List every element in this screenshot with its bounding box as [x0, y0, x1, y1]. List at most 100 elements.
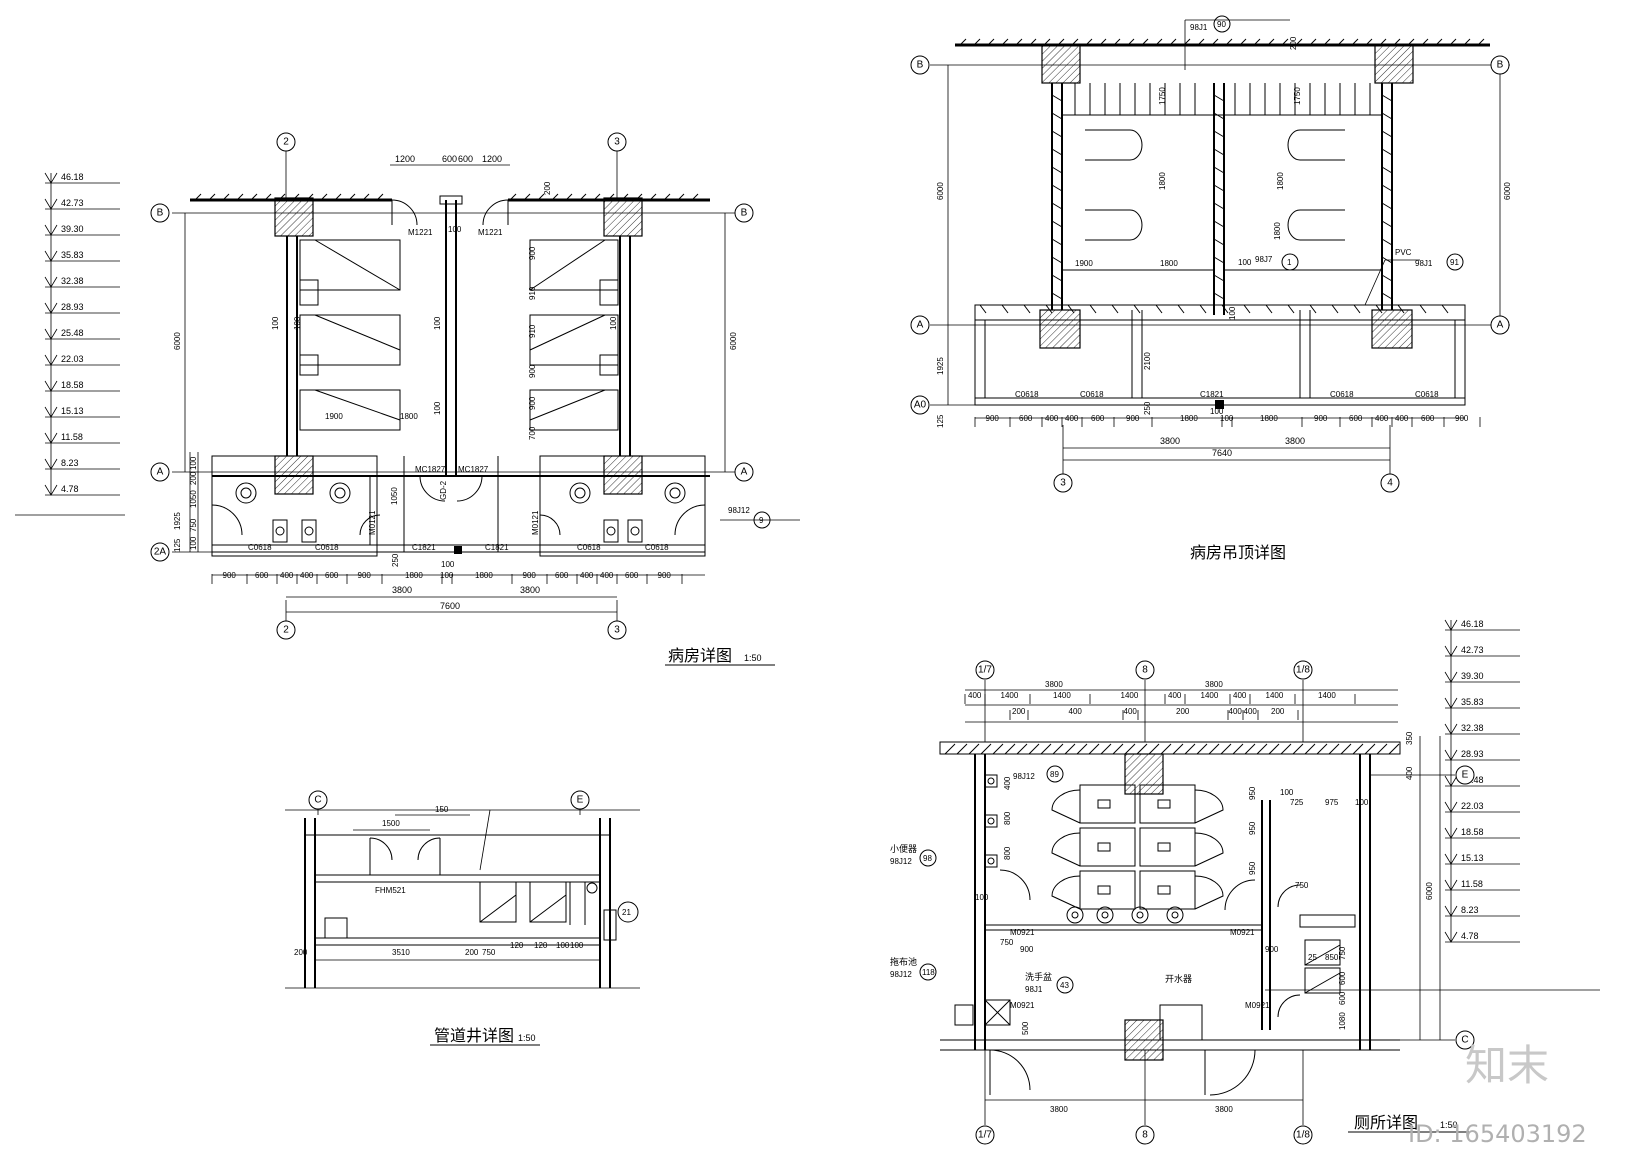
pipe-shaft-plan: [285, 800, 640, 1046]
elevation-value: 35.83: [1461, 697, 1484, 707]
elevation-value: 32.38: [61, 276, 84, 286]
ceiling-title: 病房吊顶详图: [1190, 544, 1286, 562]
dimension-value: 1400: [1053, 691, 1071, 700]
svg-text:98J12: 98J12: [890, 857, 912, 866]
dimension-value: 1400: [1121, 691, 1139, 700]
svg-text:1750: 1750: [1158, 87, 1167, 105]
ward-scale: 1:50: [744, 653, 762, 663]
svg-text:3800: 3800: [392, 585, 412, 595]
axis-bubble: B: [910, 55, 930, 75]
ceiling-total-dim: 7640: [1212, 448, 1232, 458]
svg-text:400: 400: [1405, 766, 1414, 780]
svg-text:C0618: C0618: [315, 543, 339, 552]
svg-text:98J1: 98J1: [1415, 259, 1433, 268]
svg-text:600: 600: [458, 154, 473, 164]
svg-text:89: 89: [1050, 770, 1059, 779]
toilet-title: 厕所详图: [1354, 1114, 1418, 1132]
toilet-detail-plan: [939, 680, 1600, 1133]
dimension-value: 900: [1314, 414, 1328, 423]
svg-text:MC1827: MC1827: [458, 465, 489, 474]
dimension-value: 900: [1265, 945, 1279, 954]
svg-text:100: 100: [556, 941, 570, 950]
elevation-value: 46.18: [61, 172, 84, 182]
svg-text:1800: 1800: [1276, 172, 1285, 190]
svg-text:125: 125: [936, 414, 945, 428]
svg-text:B: B: [1497, 60, 1504, 71]
svg-text:200: 200: [294, 948, 308, 957]
dimension-value: 1800: [1260, 414, 1278, 423]
svg-text:100: 100: [609, 316, 618, 330]
svg-text:FHM521: FHM521: [375, 886, 406, 895]
svg-text:M1221: M1221: [478, 228, 503, 237]
svg-text:200: 200: [189, 471, 198, 485]
svg-text:98J1: 98J1: [1190, 23, 1208, 32]
elevation-value: 46.18: [1461, 619, 1484, 629]
column: [1039, 309, 1081, 349]
dimension-value: 100: [1220, 414, 1234, 423]
axis-bubble: A: [910, 315, 930, 335]
svg-text:C0618: C0618: [645, 543, 669, 552]
column: [1124, 753, 1164, 795]
svg-text:8: 8: [1142, 1130, 1148, 1141]
svg-text:3800: 3800: [1285, 436, 1305, 446]
ceiling-detail-plan: [930, 19, 1510, 475]
svg-text:250: 250: [391, 553, 400, 567]
svg-text:E: E: [1462, 770, 1469, 781]
svg-text:A0: A0: [914, 400, 927, 411]
svg-text:900: 900: [528, 396, 537, 410]
svg-text:C: C: [1461, 1035, 1468, 1046]
axis-bubble: 3: [607, 620, 627, 640]
dimension-value: 400: [1244, 707, 1258, 716]
svg-text:1800: 1800: [1273, 222, 1282, 240]
dimension-value: 900: [358, 571, 372, 580]
axis-bubble: A: [734, 462, 754, 482]
dimension-value: 500: [1021, 1021, 1030, 1035]
elevation-value: 22.03: [61, 354, 84, 364]
vertical-tag: GD-2: [439, 480, 448, 500]
elevation-value: 18.58: [61, 380, 84, 390]
svg-text:120: 120: [534, 941, 548, 950]
svg-text:3800: 3800: [1050, 1105, 1068, 1114]
svg-text:C: C: [314, 795, 321, 806]
svg-text:100: 100: [441, 560, 455, 569]
svg-text:A: A: [1497, 320, 1504, 331]
svg-text:C1821: C1821: [412, 543, 436, 552]
svg-text:1200: 1200: [482, 154, 502, 164]
watermark-logo: 知末: [1465, 1041, 1549, 1090]
svg-text:98J7: 98J7: [1255, 255, 1273, 264]
dimension-value: 750: [1000, 938, 1014, 947]
svg-text:98: 98: [923, 854, 932, 863]
dimension-value: 1080: [1338, 1012, 1347, 1030]
elevation-value: 4.78: [1461, 931, 1479, 941]
svg-text:98J12: 98J12: [890, 970, 912, 979]
svg-text:2: 2: [283, 137, 289, 148]
svg-text:E: E: [577, 795, 584, 806]
elevation-value: 4.78: [61, 484, 79, 494]
watermark-id: ID: 165403192: [1408, 1120, 1587, 1148]
svg-text:910: 910: [528, 324, 537, 338]
elevation-value: 28.93: [61, 302, 84, 312]
urinal-label: 小便器: [890, 843, 917, 854]
svg-text:750: 750: [482, 948, 496, 957]
svg-text:M0921: M0921: [1010, 1001, 1035, 1010]
dimension-value: 600: [325, 571, 339, 580]
svg-text:6000: 6000: [1503, 182, 1512, 200]
axis-bubbles: 2 3 2 3 B B A A 2A B B A A A0 3 4 1/7 8 …: [150, 55, 1510, 1145]
svg-text:100: 100: [1238, 258, 1252, 267]
dimension-value: 400: [1065, 414, 1079, 423]
svg-text:B: B: [917, 60, 924, 71]
svg-text:100: 100: [570, 941, 584, 950]
svg-text:100: 100: [448, 225, 462, 234]
svg-text:3510: 3510: [392, 948, 410, 957]
watermark: 知末 ID: 165403192: [1408, 1041, 1587, 1148]
svg-text:1/7: 1/7: [978, 665, 992, 676]
elevation-value: 15.13: [61, 406, 84, 416]
svg-text:1/7: 1/7: [978, 1130, 992, 1141]
dimension-value: 100: [1280, 788, 1294, 797]
svg-text:200: 200: [543, 181, 552, 195]
svg-text:B: B: [741, 208, 748, 219]
dimension-value: 400: [1168, 691, 1182, 700]
svg-text:A: A: [741, 467, 748, 478]
svg-text:3: 3: [614, 625, 620, 636]
axis-bubble: 2: [276, 620, 296, 640]
